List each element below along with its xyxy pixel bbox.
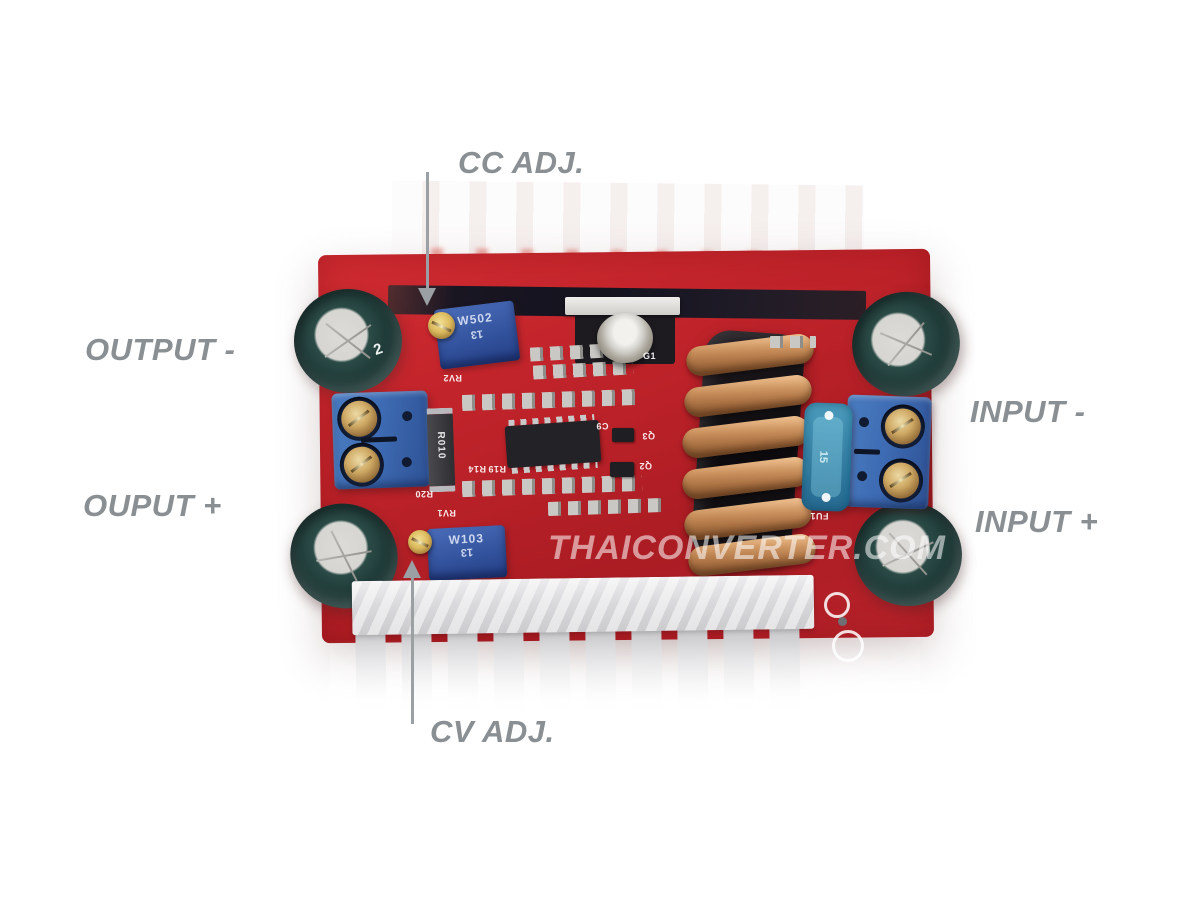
terminal-screw-well: [336, 395, 382, 442]
smd-resistor-row: [770, 336, 816, 348]
silkscreen-label: Q2: [639, 461, 653, 471]
terminal-divider-slot: [360, 436, 398, 443]
terminal-wire-hole: [856, 470, 868, 482]
terminal-wire-hole: [402, 410, 413, 422]
terminal-screw: [343, 446, 381, 484]
terminal-screw-well: [339, 441, 385, 488]
transistor-mount-screw: [597, 313, 653, 363]
cc-adj-arrow-line: [426, 172, 429, 290]
fuse-rating-label: 15: [816, 450, 830, 464]
terminal-screw: [884, 407, 922, 446]
label-input-minus: INPUT -: [970, 394, 1086, 429]
terminal-screw: [340, 400, 378, 438]
sot23-transistor: [610, 462, 634, 477]
cc-adjust-screw: [428, 312, 455, 339]
silkscreen-label: FU1: [810, 511, 829, 521]
silkscreen-label: R20: [415, 489, 434, 499]
silkscreen-label: C9: [596, 421, 609, 431]
silkscreen-label: RV1: [437, 508, 456, 518]
capacitor-marking: 2: [371, 340, 385, 359]
label-output-minus: OUTPUT -: [85, 332, 236, 367]
terminal-screw-well: [880, 403, 926, 450]
to220-mounting-bracket: [565, 297, 680, 315]
silkscreen-label: RV2: [443, 373, 462, 383]
label-output-plus: OUPUT +: [83, 488, 222, 523]
cc-adj-arrow-head: [418, 288, 436, 306]
cv-adjust-screw: [408, 530, 432, 554]
terminal-wire-hole: [401, 456, 412, 468]
silkscreen-label: G1: [643, 351, 657, 361]
label-input-plus: INPUT +: [975, 504, 1099, 539]
cv-adj-arrow-head: [403, 560, 421, 578]
input-terminal-block: [844, 394, 932, 510]
label-cv-adj: CV ADJ.: [430, 714, 555, 749]
pcb-mount-hole-ring: [824, 592, 850, 618]
terminal-divider-slot: [853, 448, 881, 455]
fuse-contact-dot: [821, 492, 831, 503]
terminal-wire-hole: [858, 416, 870, 428]
label-cc-adj: CC ADJ.: [458, 145, 585, 180]
output-terminal-block: [331, 390, 431, 490]
silkscreen-label: R14: [468, 464, 487, 474]
terminal-screw: [882, 461, 920, 500]
bottom-heatsink-base: [351, 574, 815, 636]
terminal-screw-well: [878, 457, 924, 504]
cv-adj-arrow-line: [411, 578, 414, 724]
silkscreen-label: R19: [488, 464, 507, 474]
silkscreen-label: Q3: [642, 431, 656, 441]
sot23-transistor: [612, 428, 634, 442]
cv-trimmer-pot: W103 13: [426, 524, 508, 582]
shunt-resistor: R010: [426, 407, 456, 493]
control-ic-chip: [504, 419, 602, 469]
capacitor-top-left: 2: [294, 289, 402, 393]
watermark-text: THAICONVERTER.COM: [548, 529, 946, 567]
bottom-white-fade: [330, 640, 920, 770]
shunt-resistor-label: R010: [434, 431, 447, 460]
heatsink-drill-hole: [838, 617, 847, 626]
blade-fuse: 15: [801, 402, 853, 512]
